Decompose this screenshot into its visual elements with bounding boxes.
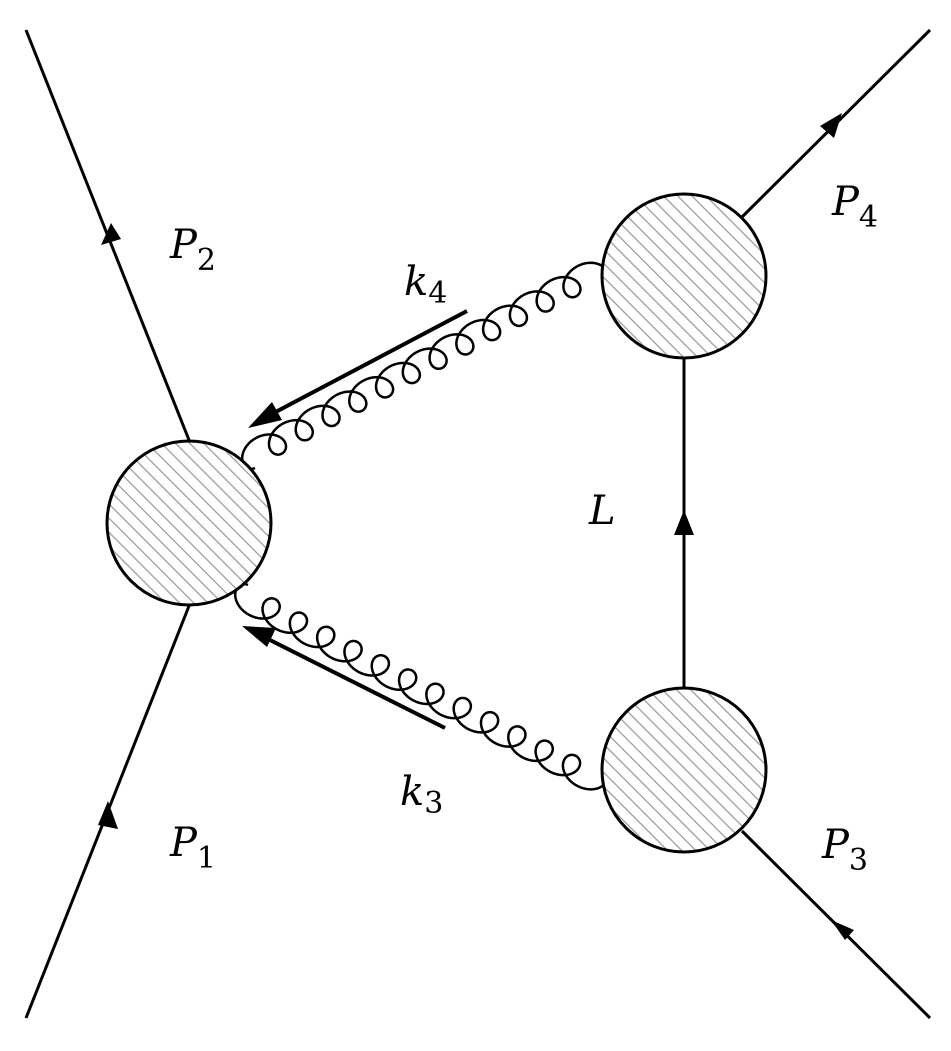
label-p4: P4	[831, 179, 878, 235]
blob-top-right	[600, 192, 768, 360]
momentum-arrow-k3-shaft	[261, 634, 446, 730]
momentum-arrow-k4-icon	[248, 402, 282, 428]
arrow-p3-icon	[831, 920, 854, 940]
arrow-p2-icon	[101, 223, 121, 245]
label-p3: P3	[821, 822, 868, 878]
arrow-loop-icon	[674, 510, 694, 535]
arrow-p1-icon	[98, 801, 118, 829]
arrow-p4-icon	[820, 113, 842, 138]
label-k4: k4	[404, 259, 447, 311]
gluon-k3	[233, 582, 609, 791]
blob-left	[105, 439, 273, 607]
momentum-arrow-k4-shaft	[267, 309, 468, 418]
gluon-k4	[240, 261, 609, 471]
label-p2: P2	[169, 222, 216, 278]
blob-bottom-right	[600, 686, 768, 854]
label-loop: L	[588, 488, 616, 534]
label-p1: P1	[169, 820, 216, 876]
momentum-arrow-k3-icon	[242, 626, 276, 647]
label-k3: k3	[400, 769, 443, 821]
